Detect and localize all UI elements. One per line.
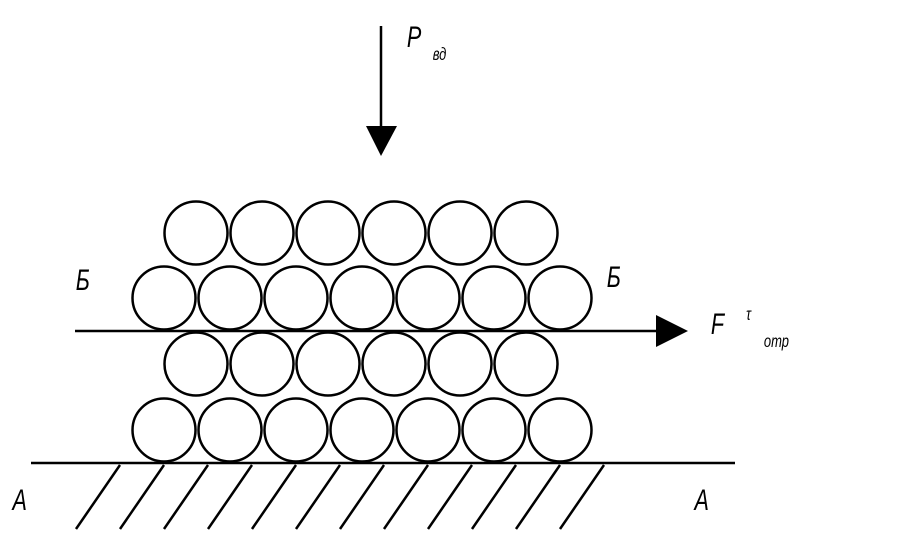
particle [527, 397, 593, 463]
particle [395, 397, 461, 463]
hatch-line [74, 464, 122, 530]
hatch-line [206, 464, 254, 530]
particle [229, 331, 295, 397]
pressing-force-arrow [366, 26, 397, 156]
particle [163, 200, 229, 266]
friction-force-superscript: τ [746, 305, 752, 325]
section-a-right-label: A [693, 482, 709, 516]
particle [493, 331, 559, 397]
hatch-line [558, 464, 606, 530]
particle [197, 265, 263, 331]
particle [163, 331, 229, 397]
particle [263, 265, 329, 331]
particle [197, 397, 263, 463]
particle [461, 397, 527, 463]
section-b-left-label: Б [76, 262, 90, 296]
friction-force-label: F [711, 306, 726, 340]
hatch-line [118, 464, 166, 530]
particle [461, 265, 527, 331]
particle [361, 331, 427, 397]
hatch-line [338, 464, 386, 530]
particle [229, 200, 295, 266]
particle [131, 397, 197, 463]
pressing-force-label: P [407, 19, 422, 53]
hatch-line [514, 464, 562, 530]
pressing-force-head [366, 126, 397, 156]
section-a-left-label: A [11, 482, 27, 516]
base-hatching [74, 464, 606, 530]
hatch-line [250, 464, 298, 530]
shear-force-head [656, 315, 688, 347]
particle [527, 265, 593, 331]
hatch-line [294, 464, 342, 530]
particle [427, 331, 493, 397]
particle [427, 200, 493, 266]
particle [329, 397, 395, 463]
particle [493, 200, 559, 266]
particle [263, 397, 329, 463]
particle [131, 265, 197, 331]
shear-force-arrow [75, 315, 688, 347]
pressing-force-subscript: вд [433, 45, 447, 65]
hatch-line [426, 464, 474, 530]
hatch-line [162, 464, 210, 530]
section-b-right-label: Б [607, 259, 621, 293]
particle [295, 331, 361, 397]
friction-force-subscript: отр [764, 332, 789, 352]
particle [329, 265, 395, 331]
hatch-line [382, 464, 430, 530]
particle [295, 200, 361, 266]
particle [395, 265, 461, 331]
particle-layers [131, 200, 593, 463]
hatch-line [470, 464, 518, 530]
particle [361, 200, 427, 266]
